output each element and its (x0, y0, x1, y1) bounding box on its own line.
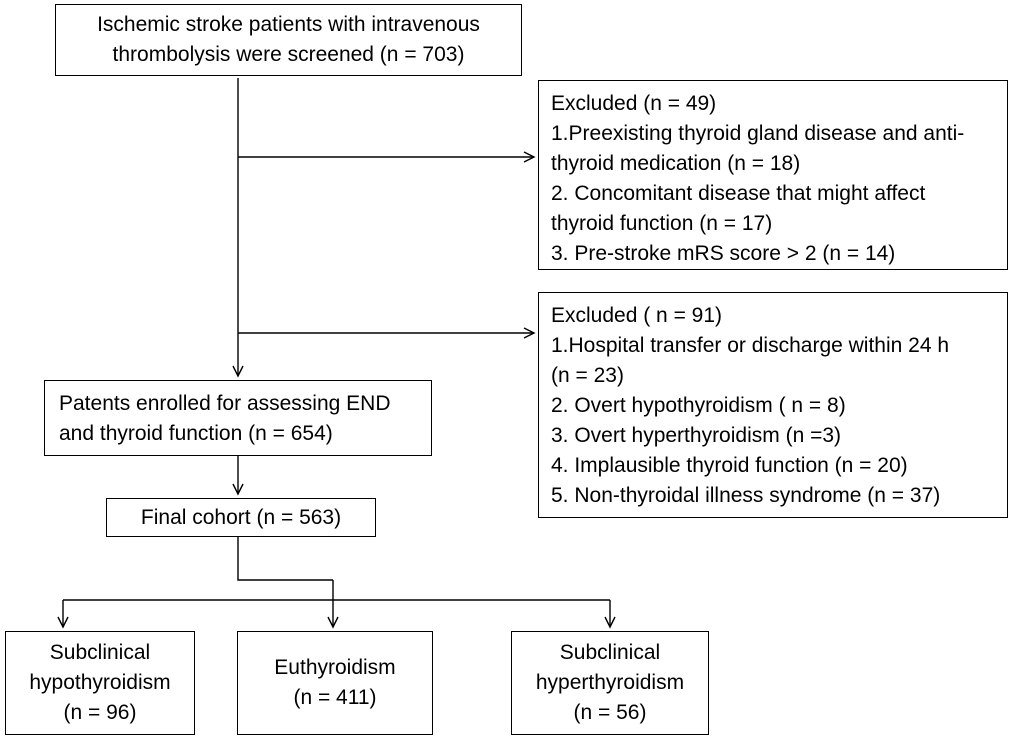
excluded-1-title: Excluded (n = 49) (551, 92, 717, 115)
group-3-line-3: (n = 56) (573, 701, 647, 724)
excluded-box-1: Excluded (n = 49) 1.Preexisting thyroid … (538, 80, 1008, 270)
excluded-1-line-6: 3. Pre-stroke mRS score > 2 (n = 14) (551, 242, 896, 265)
excluded-2-title: Excluded ( n = 91) (551, 304, 723, 327)
enrolled-line-2: and thyroid function (n = 654) (59, 422, 333, 445)
group-1-line-1: Subclinical (49, 641, 151, 664)
excluded-1-line-2: 1.Preexisting thyroid gland disease and … (551, 122, 965, 145)
excluded-1-line-5: thyroid function (n = 17) (551, 212, 773, 235)
screening-line-1: Ischemic stroke patients with intravenou… (97, 13, 480, 36)
final-to-branch-line (237, 537, 333, 581)
enrolled-box: Patents enrolled for assessing END and t… (44, 380, 432, 456)
group-box-euthyroidism: Euthyroidism (n = 411) (237, 631, 433, 735)
excluded-box-2: Excluded ( n = 91) 1.Hospital transfer o… (538, 292, 1008, 518)
group-1-line-2: hypothyroidism (29, 671, 171, 694)
excluded-1-line-4: 2. Concomitant disease that might affect (551, 182, 926, 205)
group-box-hyperthyroidism: Subclinical hyperthyroidism (n = 56) (511, 631, 709, 735)
group-box-hypothyroidism: Subclinical hypothyroidism (n = 96) (5, 631, 195, 735)
excluded-2-line-7: 5. Non-thyroidal illness syndrome (n = 3… (551, 484, 941, 507)
group-1-line-3: (n = 96) (63, 701, 137, 724)
screening-box: Ischemic stroke patients with intravenou… (55, 4, 522, 76)
group-3-line-2: hyperthyroidism (535, 671, 685, 694)
final-cohort-label: Final cohort (n = 563) (140, 505, 342, 529)
final-cohort-box: Final cohort (n = 563) (106, 498, 376, 537)
excluded-2-line-3: (n = 23) (551, 364, 624, 387)
group-2-line-1: Euthyroidism (274, 656, 396, 679)
screening-line-2: thrombolysis were screened (n = 703) (112, 43, 465, 66)
excluded-2-line-2: 1.Hospital transfer or discharge within … (551, 334, 950, 357)
group-3-line-1: Subclinical (559, 641, 661, 664)
excluded-2-line-6: 4. Implausible thyroid function (n = 20) (551, 454, 908, 477)
group-2-line-2: (n = 411) (293, 686, 377, 709)
excluded-2-line-5: 3. Overt hyperthyroidism (n =3) (551, 424, 842, 447)
enrolled-line-1: Patents enrolled for assessing END (59, 392, 391, 415)
excluded-1-line-3: thyroid medication (n = 18) (551, 152, 801, 175)
excluded-2-line-4: 2. Overt hypothyroidism ( n = 8) (551, 394, 846, 417)
